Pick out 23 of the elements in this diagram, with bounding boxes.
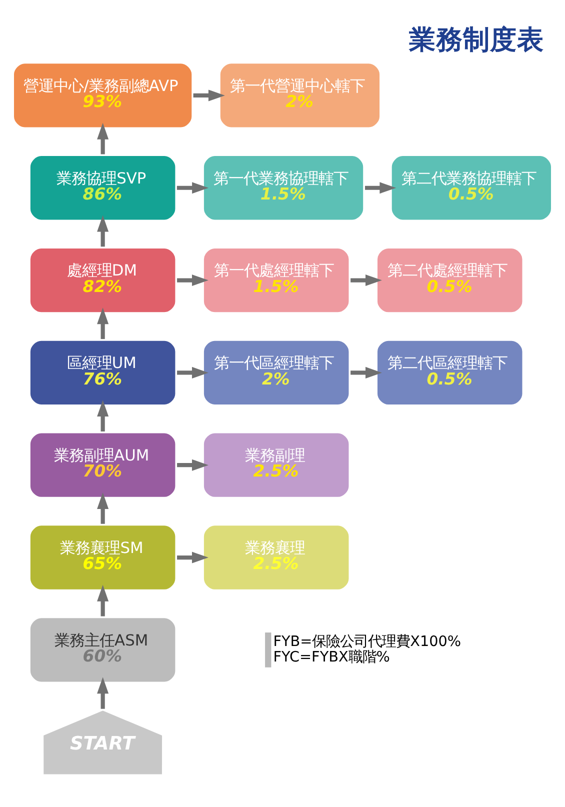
arrow [97,492,109,524]
arrow [97,122,109,154]
node-box: 第一代營運中心轄下 2% [217,60,383,130]
arrow [177,459,208,471]
arrow [177,552,208,564]
label: FYC=FYBX職階% [273,649,390,666]
arrow [177,366,208,378]
arrow [177,274,208,286]
arrow [97,584,109,616]
diagram-title: 業務制度表 [408,24,544,56]
node-box: 業務襄理 2.5% [200,522,352,592]
node-box: 業務襄理SM 65% [27,522,178,592]
arrow [97,677,109,709]
arrow [350,366,382,378]
arrow [365,182,396,194]
label: FYB=保險公司代理費X100% [273,634,462,650]
arrow [193,90,225,102]
arrow [97,215,109,247]
arrow [176,182,209,194]
arrow [97,400,109,432]
node-box: 業務主任ASM 60% [27,615,178,685]
arrow [97,308,109,340]
arrow [350,274,382,286]
